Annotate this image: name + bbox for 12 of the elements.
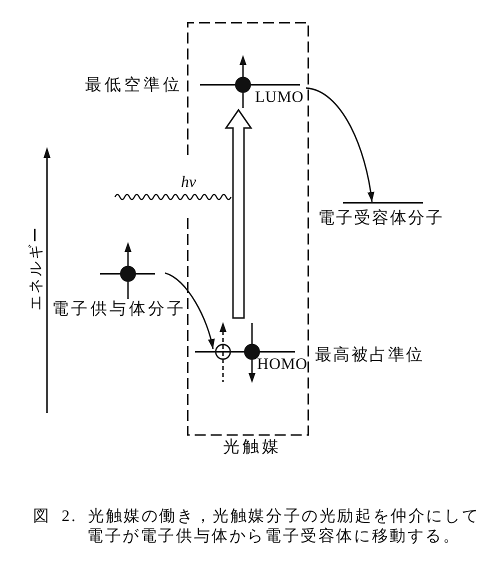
- molecule-label: 電子受容体分子: [318, 210, 444, 226]
- level-label: HOMO: [257, 357, 308, 373]
- arrow: [306, 87, 374, 202]
- photon-label: hν: [181, 175, 196, 191]
- level-label: LUMO: [255, 90, 304, 106]
- level-name: 最高被占準位: [315, 347, 424, 364]
- molecule-label: 電子供与体分子: [52, 301, 186, 318]
- hollow-arrow: [224, 108, 252, 319]
- axis-label: エネルギー: [28, 226, 44, 310]
- group-label: 光触媒: [223, 439, 282, 456]
- figure-caption: 図 2. 光触媒の働き，光触媒分子の光励起を仲介にして電子が電子供与体から電子受容体に移動する。: [33, 507, 481, 547]
- level-name: 最低空準位: [85, 77, 182, 94]
